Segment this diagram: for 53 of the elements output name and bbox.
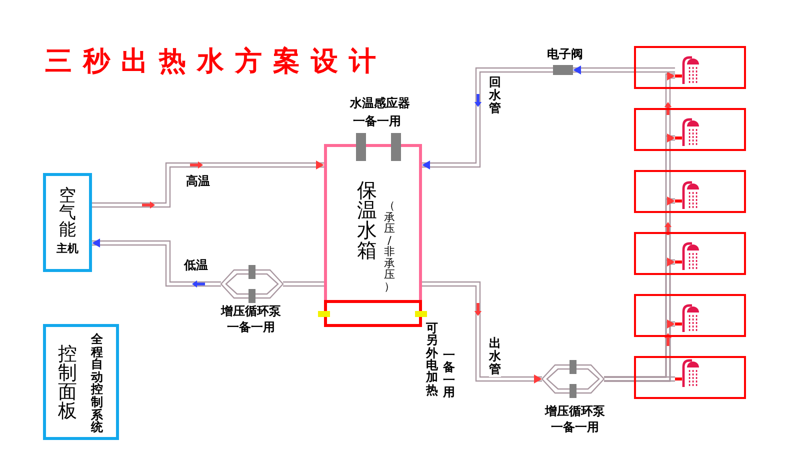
shower-icon [675,118,701,146]
edge-label: 出水管 [489,337,501,377]
sensor-label: 一备一用 [352,115,402,129]
node-subtitle: 全程自动控制系统 [91,333,103,434]
flow-arrow [192,280,205,288]
flow-arrow [664,222,672,235]
pipe [603,376,676,382]
pipe [421,67,554,170]
flow-arrow [664,102,672,115]
unit-box [43,173,92,272]
diagram-title: 三秒出热水方案设计 [45,46,387,78]
node-subtitle: （承压/非承压） [384,200,395,292]
edge-label: 回水管 [489,76,501,116]
shower-box [634,356,746,399]
node-caption: 一备一用 [443,349,455,398]
pipe [572,66,676,74]
pump-symbol [542,360,604,398]
node-title: 空气能 [59,188,76,239]
node-title: 控制面板 [58,345,77,421]
pipe [91,160,325,208]
shower-icon [675,304,701,332]
pipe [282,281,325,287]
control-panel-box [43,324,119,440]
node-caption: 可另外电加热 [426,322,438,396]
shower-icon [675,242,701,270]
shower-icon [675,56,701,84]
shower-box [634,46,746,89]
shower-icon [675,181,701,209]
node-caption: 增压循环泵 [544,405,606,419]
shower-icon [675,359,701,387]
pump-symbol [221,265,283,303]
flow-arrow [142,201,155,209]
node-subtitle: 主机 [56,243,80,256]
pipe [421,281,543,384]
node-title: 保温水箱 [357,180,377,260]
node-caption: 一备一用 [550,421,600,435]
flow-arrow [664,333,672,346]
flow-arrow [474,303,482,316]
edge-label: 低温 [184,259,208,273]
sensor-label: 水温感应器 [348,97,411,111]
edge-label: 高温 [186,175,210,189]
flow-arrow [474,94,482,107]
shower-box [634,170,746,213]
heater-box [324,300,422,327]
valve-symbol [553,65,573,75]
node-caption: 电子阀 [546,48,584,62]
flow-arrow [190,161,203,169]
shower-box [634,294,746,337]
node-caption: 增压循环泵 [220,305,282,319]
node-caption: 一备一用 [226,321,276,335]
pipe [91,238,222,287]
shower-box [634,232,746,275]
shower-box [634,108,746,151]
